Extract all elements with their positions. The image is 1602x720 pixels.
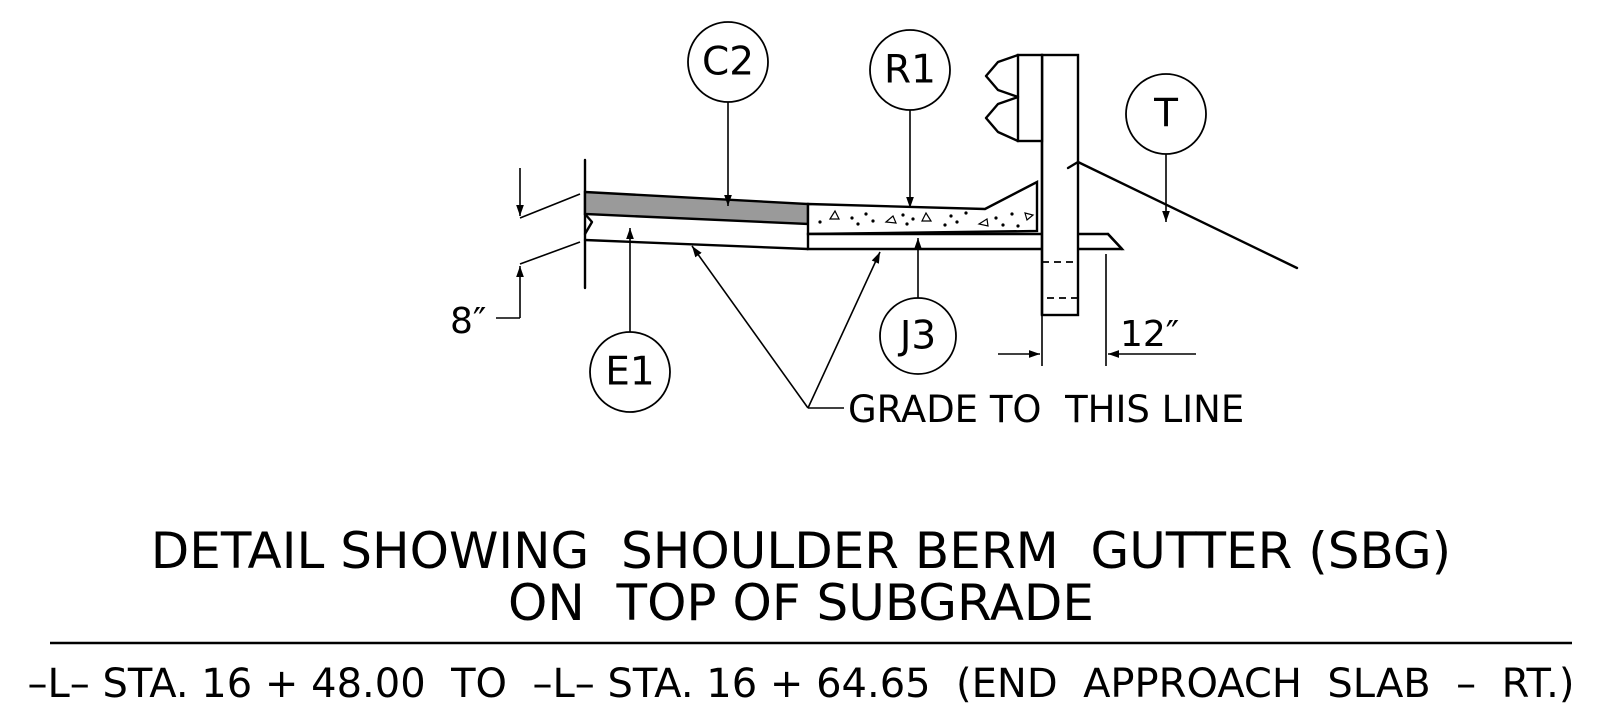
bubble-r1-label: R1 bbox=[884, 48, 936, 93]
callout-c2: C2 bbox=[687, 21, 769, 103]
dimension-8in: 8″ bbox=[450, 168, 581, 342]
slope-fill-line bbox=[1076, 160, 1299, 270]
bubble-e1 bbox=[589, 331, 671, 413]
bubble-t-label: T bbox=[1153, 92, 1178, 137]
callout-leaders bbox=[626, 102, 1170, 409]
concrete-aggregate-texture bbox=[818, 209, 1035, 228]
callout-j3: J3 bbox=[879, 297, 957, 375]
callout-t: T bbox=[1125, 73, 1207, 155]
bubble-r1 bbox=[869, 29, 951, 111]
slope-break bbox=[1066, 160, 1080, 170]
dimension-8in-label: 8″ bbox=[450, 301, 486, 342]
c2-asphalt-layer bbox=[583, 190, 810, 226]
leader-grade-1 bbox=[691, 245, 809, 409]
guardrail-post bbox=[1040, 53, 1080, 317]
r1-concrete-gutter bbox=[806, 180, 1039, 236]
dimension-12in: 12″ bbox=[998, 254, 1196, 366]
dim-ext-top bbox=[519, 193, 581, 219]
w-beam-rail bbox=[984, 53, 1020, 143]
detail-title-line1: DETAIL SHOWING SHOULDER BERM GUTTER (SBG… bbox=[151, 522, 1451, 580]
leader-grade-2 bbox=[807, 251, 881, 409]
dim-ext-bottom bbox=[519, 241, 581, 265]
callout-e1: E1 bbox=[589, 331, 671, 413]
bubble-c2 bbox=[687, 21, 769, 103]
e1-base-bottom bbox=[583, 238, 810, 251]
bubble-c2-label: C2 bbox=[702, 40, 754, 85]
dimension-12in-label: 12″ bbox=[1120, 314, 1179, 355]
bubble-j3 bbox=[879, 297, 957, 375]
detail-title-line2: ON TOP OF SUBGRADE bbox=[508, 574, 1094, 632]
bubble-t bbox=[1125, 73, 1207, 155]
grade-note: GRADE TO THIS LINE bbox=[848, 388, 1244, 431]
slope-lower bbox=[1106, 232, 1124, 251]
station-range: –L– STA. 16 + 48.00 TO –L– STA. 16 + 64.… bbox=[28, 661, 1575, 707]
rail-blockout bbox=[1016, 53, 1044, 143]
edge-notch bbox=[583, 212, 594, 236]
callout-r1: R1 bbox=[869, 29, 951, 111]
bubble-j3-label: J3 bbox=[897, 314, 936, 359]
bubble-e1-label: E1 bbox=[605, 350, 654, 395]
